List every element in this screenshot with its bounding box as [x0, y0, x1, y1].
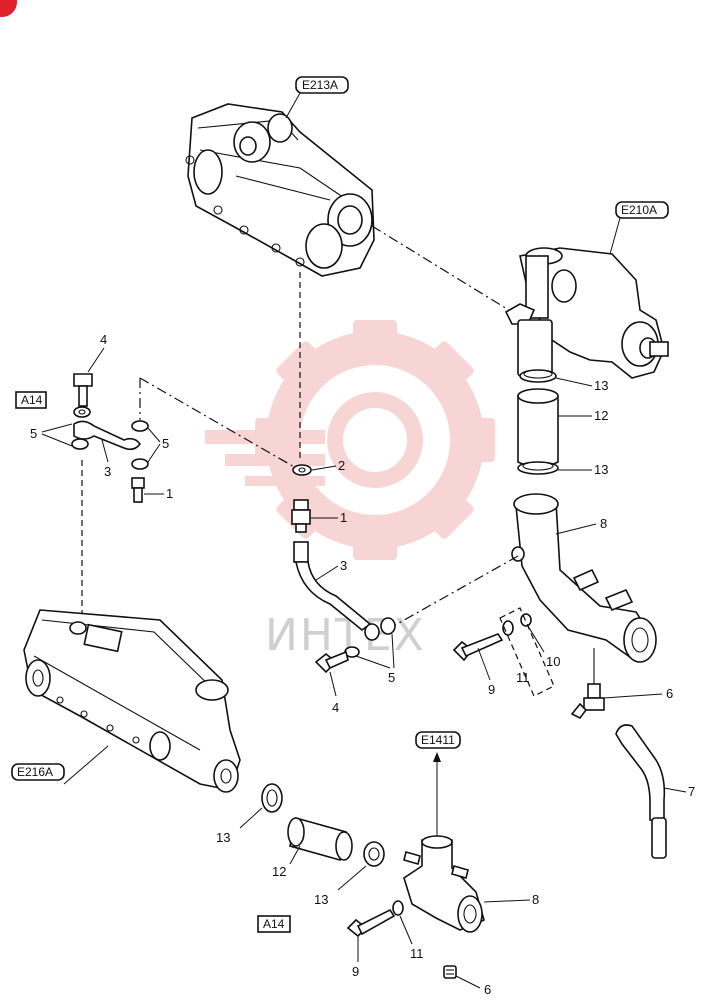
union-bolt-1-left: [131, 477, 145, 503]
washer-5-left-a: [73, 406, 91, 418]
bolt-4-mid: [314, 650, 349, 674]
callout-e1411: E1411: [421, 733, 455, 747]
oil-cooler-e216a: [23, 609, 241, 793]
label-9-bot: 9: [352, 964, 359, 979]
hose-12-top: [517, 388, 559, 468]
water-pipe-8-top: [511, 493, 657, 663]
callout-e216a: E216A: [17, 765, 53, 779]
corner-badge: [0, 0, 17, 17]
hose-12-bottom: [287, 817, 353, 861]
label-11-mid: 11: [516, 670, 530, 685]
hose-clamp-13-c: [261, 783, 283, 813]
callout-e213a-box: [295, 76, 349, 94]
label-13-b: 13: [594, 462, 608, 477]
callout-a14-bottom: A14: [263, 917, 285, 931]
hose-clamp-13-d: [363, 841, 385, 867]
label-13-c: 13: [216, 830, 230, 845]
drain-hose-7: [615, 724, 667, 859]
label-1-mid: 1: [340, 510, 347, 525]
washer-5-left-b: [71, 438, 89, 450]
callout-e1411-box: [415, 731, 461, 749]
washer-5-right-a: [131, 420, 149, 432]
label-5-left: 5: [30, 426, 37, 441]
callout-e216a-box: [11, 763, 65, 781]
callout-a14-bottom-box: [257, 915, 291, 933]
oil-cooler-housing-top: [185, 103, 375, 277]
union-1-mid: [291, 499, 311, 533]
watermark-gear-logo: [205, 320, 495, 560]
arrow-up-icon: [433, 752, 441, 762]
label-4-top: 4: [100, 332, 107, 347]
washer-5-right-b: [131, 458, 149, 470]
bolt-9-mid: [452, 633, 504, 662]
label-2: 2: [338, 458, 345, 473]
label-4-mid: 4: [332, 700, 339, 715]
label-12-b: 12: [272, 864, 286, 879]
hose-clamp-13-mid: [517, 461, 559, 475]
callout-e210a-box: [615, 201, 669, 219]
label-1-left: 1: [166, 486, 173, 501]
oil-pipe-3-left: [73, 420, 142, 451]
washer-11-bottom: [392, 900, 404, 916]
label-7: 7: [688, 784, 695, 799]
callout-a14-top: A14: [21, 393, 43, 407]
label-12-a: 12: [594, 408, 608, 423]
label-13-a: 13: [594, 378, 608, 393]
callout-e210a: E210A: [621, 203, 657, 217]
drain-cock-6-mid: [570, 648, 605, 720]
label-6-bot: 6: [484, 982, 491, 997]
drain-plug-6-bottom: [443, 965, 457, 979]
label-8-bot: 8: [532, 892, 539, 907]
label-5-right: 5: [162, 436, 169, 451]
label-10: 10: [546, 654, 560, 669]
washer-2: [292, 464, 312, 476]
label-5-mid: 5: [388, 670, 395, 685]
water-pump-e210a: [504, 247, 669, 379]
bolt-4-top: [73, 373, 93, 407]
callout-e213a: E213A: [302, 78, 338, 92]
oil-pipe-3-mid: [293, 541, 380, 641]
label-9-mid: 9: [488, 682, 495, 697]
label-3-mid: 3: [340, 558, 347, 573]
label-11-bot: 11: [410, 946, 424, 961]
hose-clamp-13-top: [519, 369, 557, 383]
label-8-top: 8: [600, 516, 607, 531]
bolt-9-bottom: [346, 908, 396, 938]
washer-10-mid: [520, 613, 532, 627]
washer-5-mid: [380, 617, 396, 635]
label-6-mid: 6: [666, 686, 673, 701]
label-13-d: 13: [314, 892, 328, 907]
water-pipe-8-bottom: [403, 835, 485, 933]
callout-a14-top-box: [15, 391, 47, 409]
label-3-left: 3: [104, 464, 111, 479]
